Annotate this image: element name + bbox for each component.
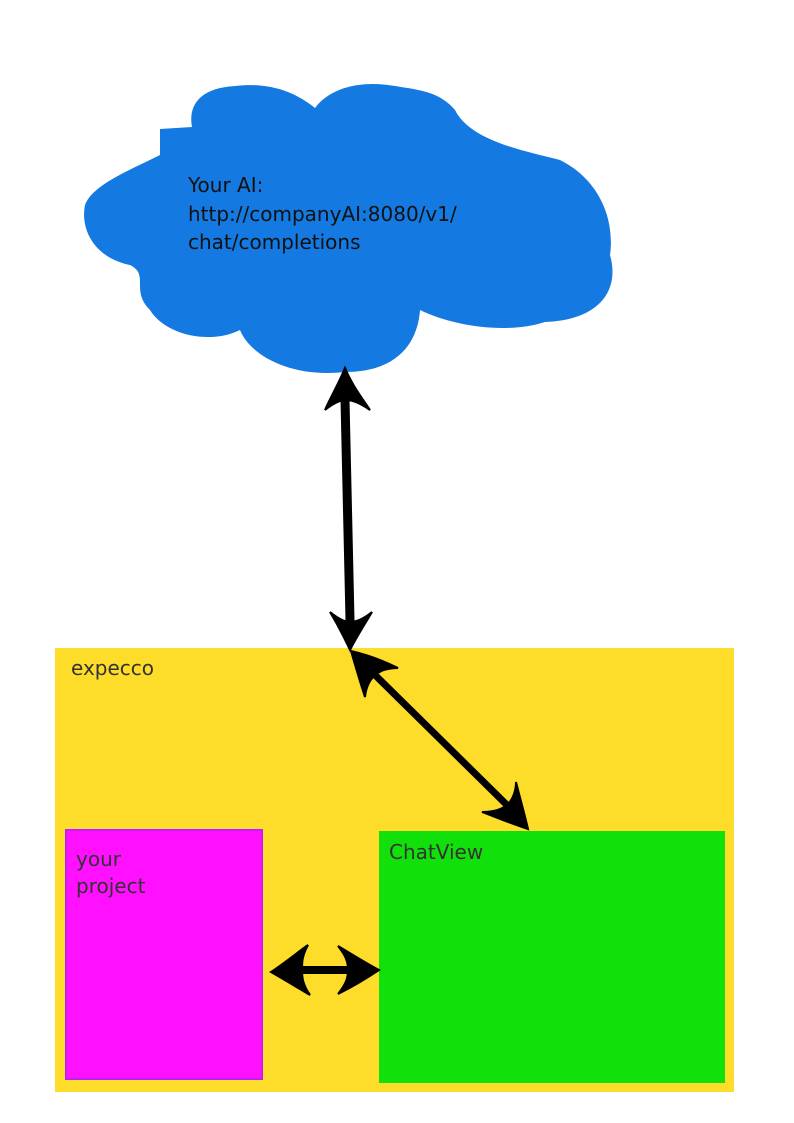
your-project-label-line-2: project — [76, 874, 146, 898]
ai-endpoint-title: Your AI: — [188, 173, 264, 197]
ai-endpoint-url-line-2: chat/completions — [188, 230, 361, 254]
your-project-label: your project — [76, 846, 145, 900]
ai-endpoint-label: Your AI: http://companyAI:8080/v1/ chat/… — [188, 171, 457, 257]
your-project-label-line-1: your — [76, 847, 121, 871]
expecco-label: expecco — [71, 656, 155, 680]
expecco-container: expecco your project ChatView — [55, 648, 734, 1092]
ai-endpoint-url-line-1: http://companyAI:8080/v1/ — [188, 201, 457, 226]
ai-cloud-shape — [84, 84, 613, 373]
chatview-label: ChatView — [389, 840, 484, 864]
chatview-box: ChatView — [379, 831, 725, 1083]
your-project-box: your project — [65, 829, 263, 1080]
